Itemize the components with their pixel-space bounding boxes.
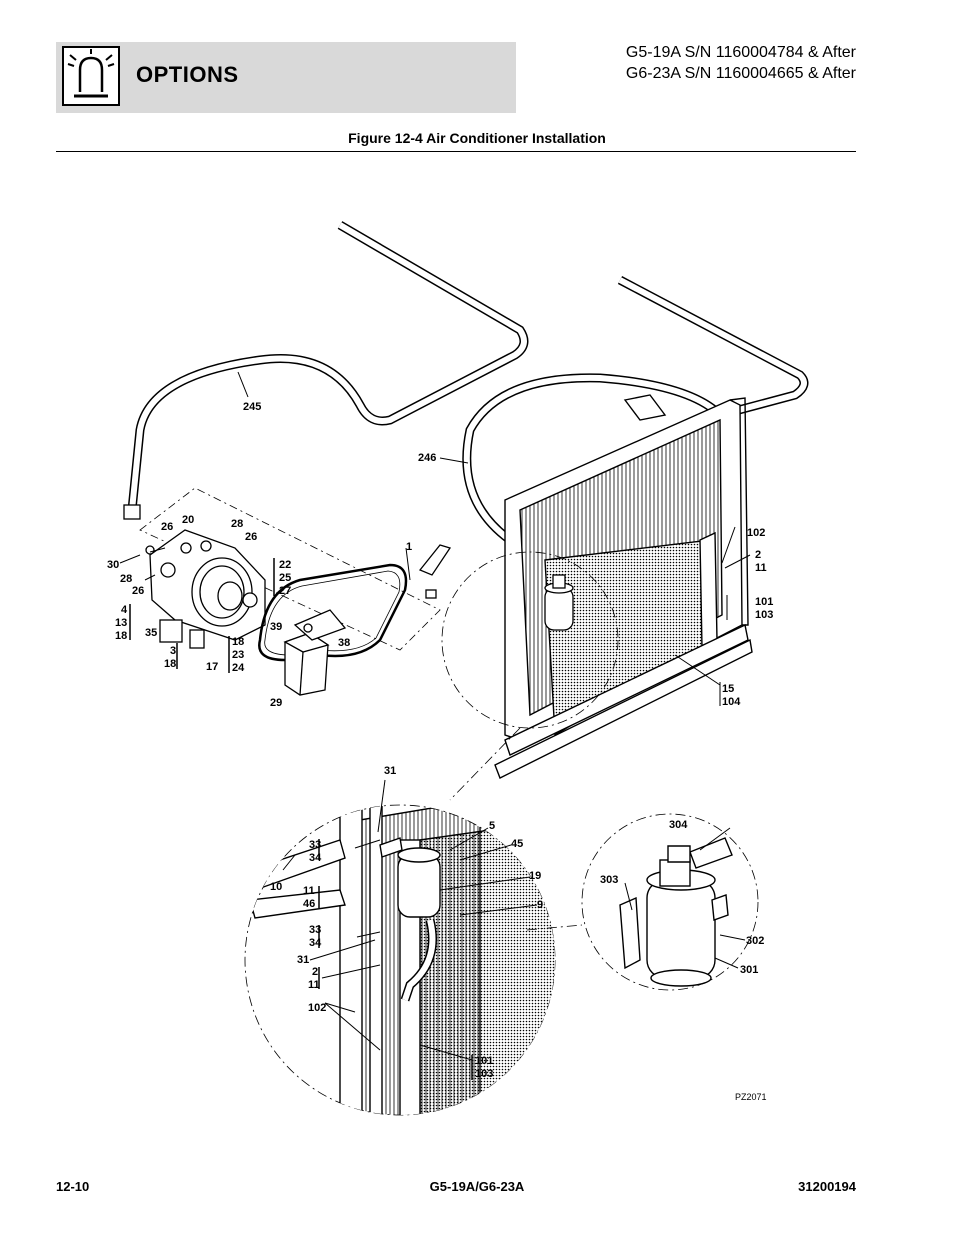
callout-4: 4 [121,604,128,616]
receiver-drier [544,574,574,631]
callout-18: 18 [115,630,127,642]
callout-34: 34 [309,852,322,864]
callout-18b: 18 [164,658,176,670]
receiver-drier-detail [619,837,733,987]
callout-303: 303 [600,874,618,886]
callout-11: 11 [755,562,767,574]
callout-301: 301 [740,964,758,976]
callout-35: 35 [145,627,157,639]
callout-22: 22 [279,559,291,571]
callout-31: 31 [384,765,396,777]
figure-title: Figure 12-4 Air Conditioner Installation [348,130,606,146]
callout-2: 2 [755,549,761,561]
callout-26c: 26 [132,585,144,597]
callout-9: 9 [537,899,543,911]
serial-line-1: G5-19A S/N 1160004784 & After [625,44,856,61]
callout-18c: 18 [232,636,244,648]
callout-25: 25 [279,572,291,584]
callout-28b: 28 [120,573,132,585]
callout-17: 17 [206,661,218,673]
callout-3: 3 [170,645,176,657]
callout-27: 27 [279,585,291,597]
oil-container [283,609,347,696]
callout-29: 29 [270,697,282,709]
callout-33b: 33 [309,924,321,936]
callout-23: 23 [232,649,244,661]
callout-45: 45 [511,838,523,850]
callout-103: 103 [755,609,773,621]
callout-101b: 101 [475,1055,493,1067]
callout-11c: 11 [308,979,320,991]
callout-302: 302 [746,935,764,947]
callout-38: 38 [338,637,350,649]
serial-line-2: G6-23A S/N 1160004665 & After [625,65,856,82]
callout-31b: 31 [297,954,309,966]
callout-39: 39 [270,621,282,633]
callout-28: 28 [231,518,243,530]
callout-2b: 2 [312,966,318,978]
callout-13: 13 [115,617,127,629]
callout-1: 1 [406,541,412,553]
callout-26b: 26 [245,531,257,543]
callout-19: 19 [529,870,541,882]
callout-102b: 102 [308,1002,326,1014]
callout-46: 46 [303,898,315,910]
callout-30: 30 [107,559,119,571]
callout-246: 246 [418,452,436,464]
callout-20: 20 [182,514,194,526]
drive-belt [258,563,408,662]
callout-304: 304 [669,819,688,831]
callout-33: 33 [309,839,321,851]
callout-103b: 103 [475,1068,493,1080]
section-title: OPTIONS [136,62,239,87]
callout-104: 104 [722,696,741,708]
work-light-icon [62,46,120,106]
compressor [145,529,266,649]
callout-5: 5 [489,820,495,832]
callout-245: 245 [243,401,261,413]
footer-doc-number: 31200194 [798,1179,856,1194]
header-rule [56,151,856,152]
footer-model: G5-19A/G6-23A [429,1179,525,1194]
radiator-assembly [494,394,753,779]
callout-15: 15 [722,683,734,695]
callout-11b: 11 [303,885,315,897]
callout-26: 26 [161,521,173,533]
header-banner [56,42,516,113]
page-number: 12-10 [56,1179,90,1194]
callout-102: 102 [747,527,765,539]
callout-34b: 34 [309,937,322,949]
callout-101: 101 [755,596,773,608]
callout-10: 10 [270,881,282,893]
callout-24: 24 [232,662,245,674]
figure-code: PZ2071 [735,1092,767,1102]
